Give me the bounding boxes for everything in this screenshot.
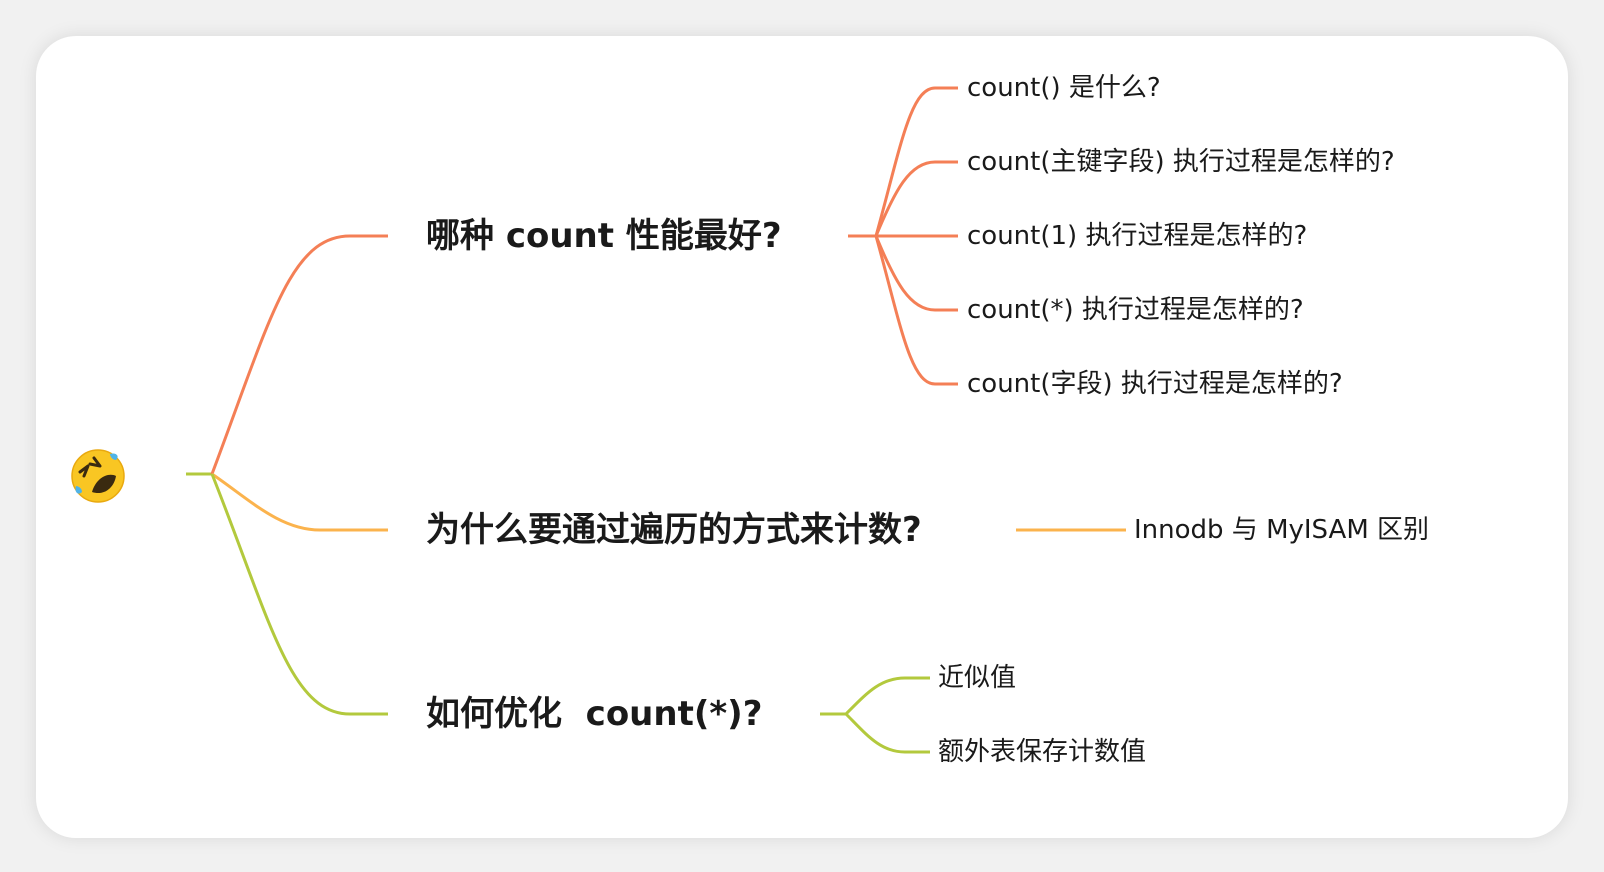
branch-3-label[interactable]: 如何优化 count(*)? <box>426 694 763 734</box>
branch-1-child-1[interactable]: count() 是什么? <box>967 73 1161 103</box>
branch-1-child-5-edge <box>874 235 958 386</box>
branch-3-child-1[interactable]: 近似值 <box>938 663 1017 693</box>
branch-2-child-1[interactable]: Innodb 与 MyISAM 区别 <box>1134 515 1430 545</box>
branch-1-child-3[interactable]: count(1) 执行过程是怎样的? <box>967 221 1308 251</box>
branch-2-label[interactable]: 为什么要通过遍历的方式来计数? <box>426 510 922 550</box>
branch-1-label[interactable]: 哪种 count 性能最好? <box>426 216 782 256</box>
branch-3-child-1-edge <box>844 676 930 716</box>
branch-1-child-2-edge <box>874 160 958 237</box>
branch-1-child-4-edge <box>874 235 958 312</box>
rolling-on-the-floor-laughing-emoji-icon <box>71 449 125 503</box>
branch-3-edge <box>210 473 388 716</box>
branch-1-child-1-edge <box>874 86 958 237</box>
branch-3-child-2[interactable]: 额外表保存计数值 <box>938 737 1147 767</box>
branch-3-child-2-edge <box>844 712 930 754</box>
branch-1-child-5[interactable]: count(字段) 执行过程是怎样的? <box>967 369 1343 399</box>
branch-2-edge <box>211 472 388 532</box>
mindmap-card <box>36 36 1568 838</box>
branch-1-child-4[interactable]: count(*) 执行过程是怎样的? <box>967 295 1304 325</box>
branch-1-child-2[interactable]: count(主键字段) 执行过程是怎样的? <box>967 147 1395 177</box>
branch-1-edge <box>210 234 388 475</box>
